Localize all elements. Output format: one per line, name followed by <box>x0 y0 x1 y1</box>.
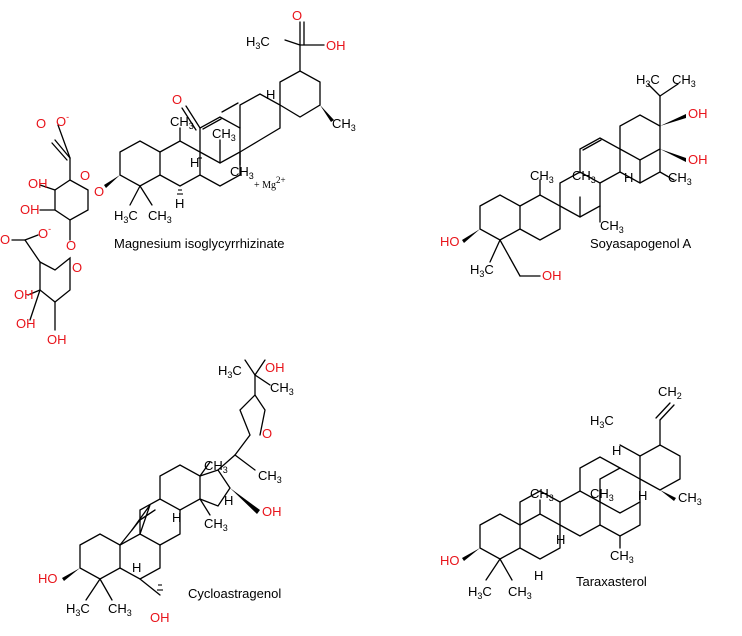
label-acid-o: O <box>292 8 302 23</box>
label-ch3-d: CH3 <box>332 116 356 133</box>
label-h-b: H <box>224 493 233 508</box>
label-sugar2-oh3: OH <box>47 332 67 347</box>
label-ch2: CH2 <box>658 384 682 401</box>
label-oh1: OH <box>688 106 708 121</box>
label-sugar1-oh2: OH <box>20 202 40 217</box>
label-h3c: H3C <box>636 72 660 89</box>
label-sugar2-oh2: OH <box>16 316 36 331</box>
label-ch3-b: CH3 <box>572 168 596 185</box>
label-ho: HO <box>440 553 460 568</box>
label-ch3-c: CH3 <box>230 164 254 181</box>
label-sugar1-coo: O <box>36 116 46 131</box>
label-ch3-side: CH3 <box>258 468 282 485</box>
label-ch3: CH3 <box>672 72 696 89</box>
label-sugar2-coo: O <box>0 232 10 247</box>
label-ch3-c: CH3 <box>668 170 692 187</box>
structure-soyasapogenol-a: H3C CH3 OH OH CH3 CH3 CH3 CH3 H HO H3C O… <box>440 72 708 283</box>
label-h3c-b: H3C <box>470 262 494 279</box>
label-h-c: H <box>556 532 565 547</box>
label-oh-right: OH <box>262 504 282 519</box>
label-h-b: H <box>190 155 199 170</box>
label-ch3-c: CH3 <box>678 490 702 507</box>
label-h-b: H <box>638 488 647 503</box>
structure-taraxasterol: CH2 H3C H H CH3 CH3 CH3 CH3 H H HO H3C C… <box>440 384 702 601</box>
label-ch3-a: CH3 <box>204 458 228 475</box>
label-sugar2-oh1: OH <box>14 287 34 302</box>
label-ho: HO <box>38 571 58 586</box>
label-ch3-a: CH3 <box>170 114 194 131</box>
structure-magnesium-isoglycyrrhizinate: H3C O OH O CH3 CH3 CH3 CH3 H H H O O O- … <box>0 8 356 347</box>
label-gem-h3c: H3C <box>114 208 138 225</box>
label-link-o: O <box>66 238 76 253</box>
label-ch3-a: CH3 <box>530 168 554 185</box>
label-h-c: H <box>132 560 141 575</box>
label-h: H <box>624 170 633 185</box>
label-oh2: OH <box>688 152 708 167</box>
label-sugar2-ring-o: O <box>72 260 82 275</box>
label-acid-oh: OH <box>326 38 346 53</box>
label-h-a: H <box>172 510 181 525</box>
label-ch3-b: CH3 <box>204 516 228 533</box>
label-sugar1-ring-o: O <box>80 168 90 183</box>
label-ch3: CH3 <box>270 380 294 397</box>
label-gem-ch3: CH3 <box>148 208 172 225</box>
label-h3c-top: H3C <box>246 34 270 51</box>
caption-soyasapogenol-a: Soyasapogenol A <box>590 236 692 251</box>
label-ch3-b: CH3 <box>212 126 236 143</box>
caption-magnesium-isoglycyrrhizinate: Magnesium isoglycyrrhizinate <box>114 236 285 251</box>
label-h3c-b: H3C <box>66 601 90 618</box>
label-h-c: H <box>175 196 184 211</box>
label-h-d: H <box>534 568 543 583</box>
label-ether-o: O <box>94 184 104 199</box>
label-h3c: H3C <box>218 363 242 380</box>
label-ch3-d: CH3 <box>610 548 634 565</box>
label-ch3-gem: CH3 <box>508 584 532 601</box>
label-ketone-o: O <box>172 92 182 107</box>
label-h-a: H <box>266 87 275 102</box>
label-ch3-d: CH3 <box>600 218 624 235</box>
label-sugar1-oh1: OH <box>28 176 48 191</box>
label-sugar1-ominus: O- <box>56 112 69 129</box>
label-ring-o: O <box>262 426 272 441</box>
label-h3c: H3C <box>590 413 614 430</box>
label-sugar2-ominus: O- <box>38 224 51 241</box>
caption-taraxasterol: Taraxasterol <box>576 574 647 589</box>
structure-cycloastragenol: OH H3C CH3 O CH3 CH3 CH3 H H OH H HO H3C… <box>38 359 294 625</box>
label-ch3-a: CH3 <box>530 486 554 503</box>
label-ho: HO <box>440 234 460 249</box>
label-ch3-gem: CH3 <box>108 601 132 618</box>
counter-ion: + Mg2+ <box>254 175 286 191</box>
label-ch2oh: OH <box>542 268 562 283</box>
label-h-a: H <box>612 443 621 458</box>
label-ch3-b: CH3 <box>590 486 614 503</box>
caption-cycloastragenol: Cycloastragenol <box>188 586 281 601</box>
label-h3c-b: H3C <box>468 584 492 601</box>
label-oh-top: OH <box>265 360 285 375</box>
label-oh-bottom: OH <box>150 610 170 625</box>
